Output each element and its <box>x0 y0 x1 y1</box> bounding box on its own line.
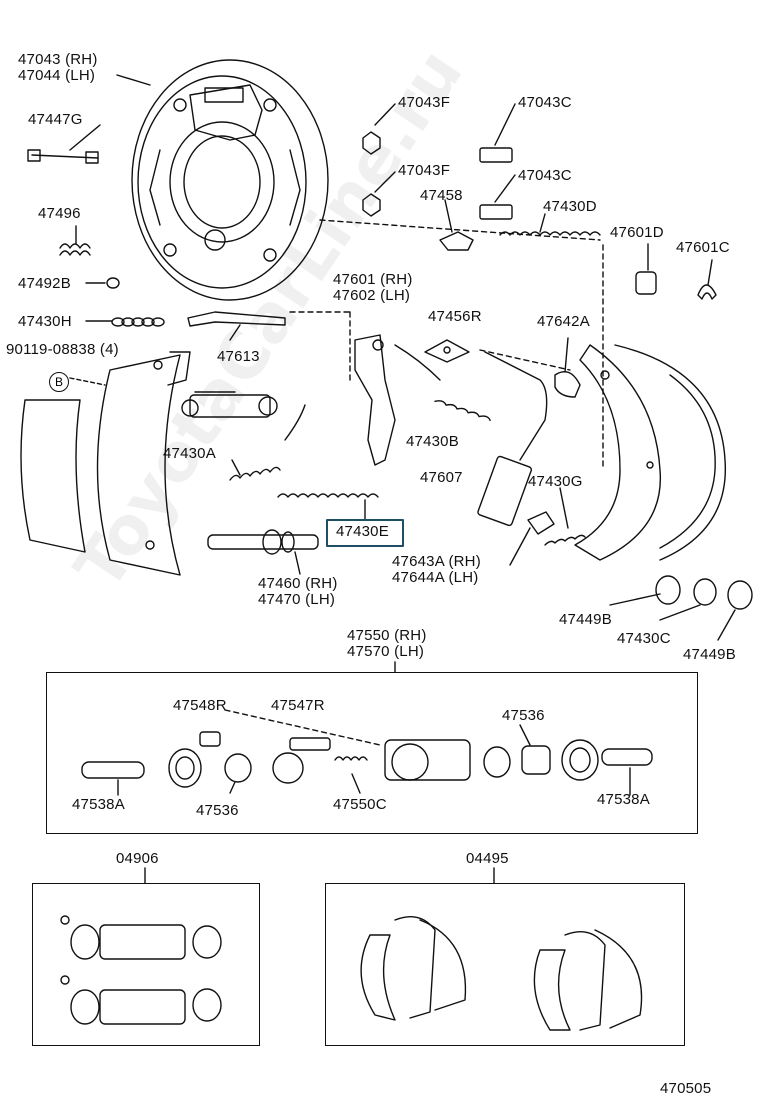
cup-47601D-drawing <box>635 243 657 295</box>
adjuster-47460-drawing <box>207 529 319 575</box>
label-47601D[interactable]: 47601D <box>610 224 664 241</box>
spring-47430G-drawing <box>544 487 586 546</box>
label-47601C[interactable]: 47601C <box>676 239 730 256</box>
wheel-cylinder-upper-drawing <box>181 391 278 418</box>
label-47043-47044[interactable]: 47043 (RH) 47044 (LH) <box>18 51 98 84</box>
bolt-47043C-drawing <box>479 103 516 163</box>
cups-47449B-drawing <box>609 575 753 641</box>
label-47538A-a[interactable]: 47538A <box>72 796 125 813</box>
label-47449B-b[interactable]: 47449B <box>683 646 736 663</box>
label-47447G[interactable]: 47447G <box>28 111 83 128</box>
label-47547R[interactable]: 47547R <box>271 697 325 714</box>
label-47043C-a[interactable]: 47043C <box>518 94 572 111</box>
label-47449B-a[interactable]: 47449B <box>559 611 612 628</box>
clips-47430H-drawing <box>85 317 165 327</box>
label-47642A[interactable]: 47642A <box>537 313 590 330</box>
label-47613[interactable]: 47613 <box>217 348 260 365</box>
spring-47430E-drawing <box>277 493 379 521</box>
callout-b-badge: B <box>49 372 69 392</box>
label-47492B[interactable]: 47492B <box>18 275 71 292</box>
label-47607[interactable]: 47607 <box>420 469 463 486</box>
label-47043C-b[interactable]: 47043C <box>518 167 572 184</box>
lever-47601-drawing <box>354 334 396 466</box>
spring-47430B-drawing <box>394 344 491 422</box>
label-47456R[interactable]: 47456R <box>428 308 482 325</box>
label-47601-47602[interactable]: 47601 (RH) 47602 (LH) <box>333 271 413 304</box>
lever-47643A-drawing <box>509 511 555 566</box>
label-47430H[interactable]: 47430H <box>18 313 72 330</box>
diagram-reference-number: 470505 <box>660 1080 712 1097</box>
label-47538A-b[interactable]: 47538A <box>597 791 650 808</box>
label-47548R[interactable]: 47548R <box>173 697 227 714</box>
spring-47496-drawing <box>59 225 91 256</box>
highlighted-part-box <box>326 519 404 547</box>
kit-04495-drawing <box>360 916 643 1031</box>
label-47460-47470[interactable]: 47460 (RH) 47470 (LH) <box>258 575 338 608</box>
label-47430E[interactable]: 47430E <box>336 523 389 540</box>
left-shoe-drawing <box>20 351 191 576</box>
nut-47043F-drawing <box>362 103 396 155</box>
latch-47642A-drawing <box>554 337 581 398</box>
label-47043F-a[interactable]: 47043F <box>398 94 451 111</box>
nut-47043F-b-drawing <box>362 171 396 217</box>
label-47430A[interactable]: 47430A <box>163 445 216 462</box>
kit-04906-frame <box>32 883 260 1046</box>
label-47430B[interactable]: 47430B <box>406 433 459 450</box>
label-47430C[interactable]: 47430C <box>617 630 671 647</box>
label-47550C[interactable]: 47550C <box>333 796 387 813</box>
label-47536-a[interactable]: 47536 <box>502 707 545 724</box>
label-47550-47570[interactable]: 47550 (RH) 47570 (LH) <box>347 627 427 660</box>
label-47043F-b[interactable]: 47043F <box>398 162 451 179</box>
kit-04906-drawing <box>60 915 222 1025</box>
label-04495[interactable]: 04495 <box>466 850 509 867</box>
spring-47430D-drawing <box>499 213 601 236</box>
spring-47430A-drawing <box>229 404 306 481</box>
label-47430G[interactable]: 47430G <box>528 473 583 490</box>
right-shoe-drawing <box>574 344 727 561</box>
backing-plate-drawing <box>131 59 329 301</box>
strut-47613-drawing <box>187 311 286 341</box>
label-47536-b[interactable]: 47536 <box>196 802 239 819</box>
label-90119-08838[interactable]: 90119-08838 (4) <box>6 341 119 358</box>
label-47458[interactable]: 47458 <box>420 187 463 204</box>
label-47643A-47644A[interactable]: 47643A (RH) 47644A (LH) <box>392 553 481 586</box>
dashed-connectors <box>224 219 604 746</box>
kit-04495-frame <box>325 883 685 1046</box>
label-47430D[interactable]: 47430D <box>543 198 597 215</box>
clip-47601C-drawing <box>697 259 717 300</box>
label-47496[interactable]: 47496 <box>38 205 81 222</box>
plate-47456R-drawing <box>424 339 470 363</box>
bolt-47447G-drawing <box>27 124 101 164</box>
wheel-cylinder-exploded-drawing <box>81 724 653 796</box>
bolt-47043C-b-drawing <box>479 174 516 220</box>
plate-47458-drawing <box>439 199 474 251</box>
wheel-cylinder-group-frame <box>46 672 698 834</box>
cap-47492B-drawing <box>85 277 120 289</box>
cable-47607-drawing <box>477 351 548 527</box>
label-04906[interactable]: 04906 <box>116 850 159 867</box>
